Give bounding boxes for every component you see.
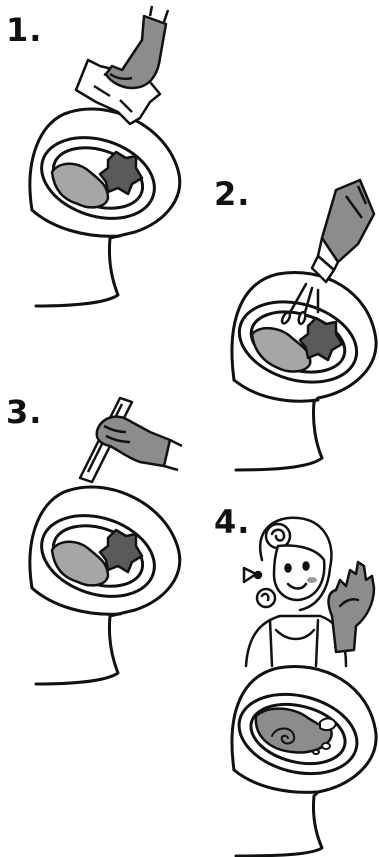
toilet-4 (231, 666, 377, 856)
step-1-illustration (30, 6, 180, 306)
spray-bottle (312, 180, 374, 282)
gloved-hand-3 (97, 417, 182, 470)
gloved-hand-1 (106, 6, 168, 88)
happy-woman (244, 518, 374, 666)
step-number-2: 2. (214, 178, 250, 210)
step-number-1: 1. (6, 14, 42, 46)
step-2-illustration (230, 180, 376, 470)
toilet-1 (30, 109, 180, 306)
step-number-3: 3. (6, 396, 42, 428)
toilet-2 (230, 272, 376, 470)
step-number-4: 4. (214, 506, 250, 538)
toilet-3 (30, 487, 180, 684)
step-4-illustration (231, 518, 377, 856)
step-3-illustration (30, 398, 182, 684)
